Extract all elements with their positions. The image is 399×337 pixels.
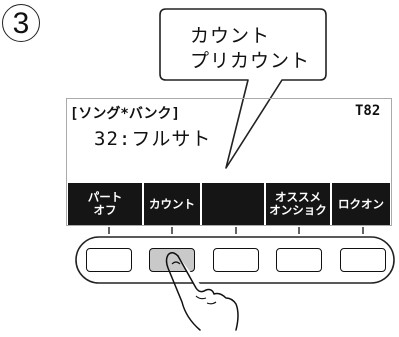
- softkey-label: オススメ: [275, 190, 321, 204]
- softkey-empty: [202, 183, 264, 225]
- softkey-label: オフ: [93, 203, 117, 217]
- panel-button-5[interactable]: [340, 248, 386, 272]
- callout-line-2: プリカウント: [190, 50, 311, 72]
- callout-line-1: カウント: [190, 25, 271, 47]
- softkey-recommend: オススメ オンショク: [266, 183, 330, 225]
- panel-button-4[interactable]: [276, 248, 322, 272]
- button-tick-marks: [108, 227, 364, 234]
- softkey-label: カウント: [149, 196, 195, 211]
- softkey-label: オンショク: [269, 203, 327, 217]
- display-song-name: 32:フルサト: [94, 128, 212, 150]
- step-number: 3: [2, 4, 40, 42]
- panel-button-3[interactable]: [213, 248, 259, 272]
- softkey-part-off: パート オフ: [68, 183, 142, 225]
- softkey-label: ロクオン: [338, 196, 384, 211]
- softkey-count: カウント: [144, 183, 200, 225]
- softkey-label: パート: [87, 190, 123, 204]
- display-tempo: T82: [355, 103, 381, 119]
- display-screen: [66, 98, 392, 226]
- panel-button-1[interactable]: [86, 248, 132, 272]
- display-header: [ソング*バンク]: [70, 106, 180, 122]
- softkey-record: ロクオン: [332, 183, 390, 225]
